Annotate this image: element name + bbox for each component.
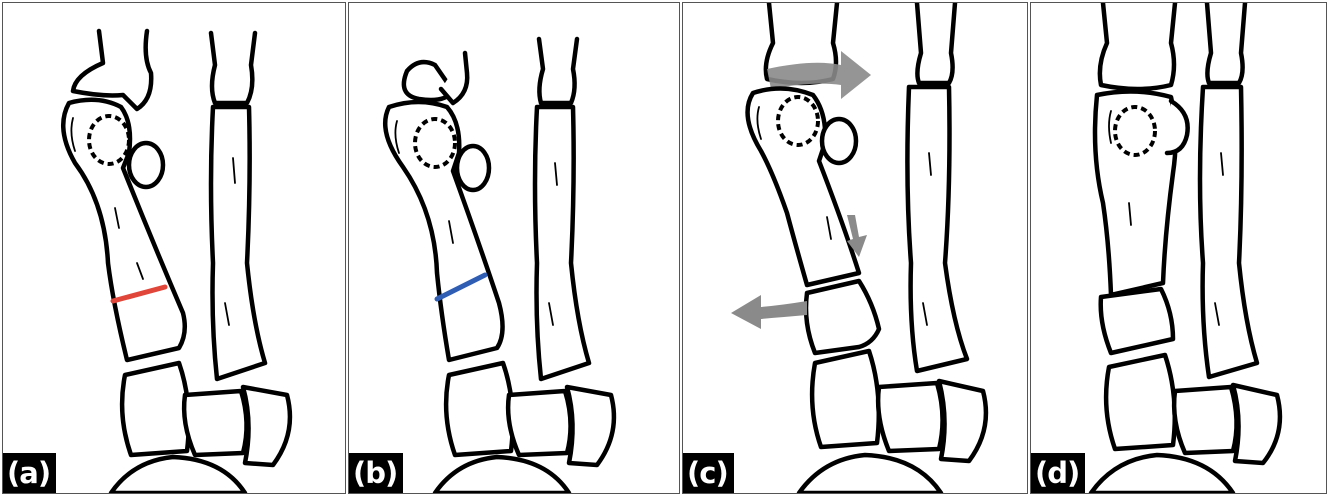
panel-label: (d)	[1031, 453, 1085, 493]
panel-label: (c)	[683, 453, 734, 493]
fifth-metatarsal	[535, 39, 589, 379]
proximal-phalanx	[404, 53, 467, 103]
panel-b: (b)	[348, 2, 680, 494]
bone-drawing-b	[349, 3, 680, 494]
proximal-phalanx	[73, 31, 151, 109]
bone-drawing-d	[1031, 3, 1327, 494]
navicular	[799, 455, 941, 493]
metatarsal	[385, 102, 502, 360]
distal-fragment	[806, 281, 879, 353]
cuneiform	[1106, 355, 1280, 463]
panel-label: (b)	[349, 453, 403, 493]
proximal-phalanx	[1100, 3, 1175, 89]
panel-d: (d)	[1030, 2, 1327, 494]
distal-fragment	[1101, 289, 1173, 353]
bone-drawing-a	[3, 3, 346, 494]
translation-arrow-left	[731, 295, 807, 329]
bone-drawing-c	[683, 3, 1028, 494]
cuneiform	[812, 351, 986, 461]
panel-c: (c)	[682, 2, 1028, 494]
navicular	[111, 457, 245, 493]
navicular	[435, 457, 569, 493]
metatarsal	[748, 88, 859, 285]
cuneiform	[122, 363, 290, 465]
fifth-metatarsal	[211, 33, 265, 379]
metatarsal	[1095, 91, 1188, 295]
metatarsal	[63, 100, 185, 360]
panel-a: (a)	[2, 2, 346, 494]
fifth-metatarsal	[907, 3, 967, 371]
fifth-metatarsal	[1200, 3, 1257, 377]
panel-label: (a)	[3, 453, 56, 493]
navicular	[1091, 455, 1233, 493]
cuneiform	[446, 363, 614, 465]
